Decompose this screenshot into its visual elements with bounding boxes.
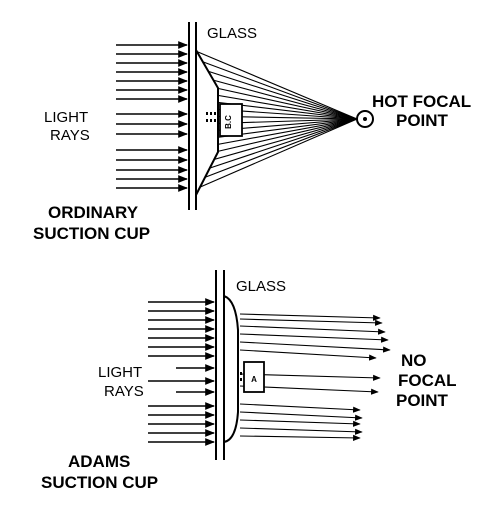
- no-focal-label-1: NO: [401, 351, 427, 370]
- ordinary-glass-label: GLASS: [207, 25, 257, 42]
- converging-ray: [197, 67, 358, 120]
- parallel-ray: [239, 411, 363, 421]
- parallel-ray: [239, 434, 361, 441]
- converging-ray: [197, 75, 358, 120]
- ordinary-incoming-rays: [116, 41, 188, 192]
- converging-ray: [197, 59, 358, 120]
- converging-ray: [197, 83, 358, 120]
- ordinary-caption-2: SUCTION CUP: [33, 224, 150, 243]
- parallel-ray: [239, 333, 389, 343]
- adams-caption-1: ADAMS: [68, 452, 130, 471]
- parallel-ray: [239, 313, 381, 321]
- converging-ray: [197, 118, 358, 181]
- ordinary-panel: B.C GLASS LIGHT RAYS HOT FOCAL POINT ORD…: [33, 22, 471, 243]
- ordinary-light-label-1: LIGHT: [44, 109, 88, 126]
- ordinary-glass-pane: [188, 22, 197, 210]
- parallel-ray: [239, 325, 386, 335]
- ordinary-suction-cup: B.C: [195, 46, 243, 196]
- adams-glass-pane: [215, 270, 225, 460]
- converging-ray: [197, 118, 358, 149]
- no-focal-label-2: FOCAL: [398, 371, 457, 390]
- adams-light-label-2: RAYS: [104, 383, 144, 400]
- parallel-ray: [239, 403, 361, 413]
- converging-ray: [197, 118, 358, 157]
- parallel-ray: [239, 349, 377, 361]
- adams-panel: A GLASS LIGHT RAYS NO FOCAL POINT ADAMS …: [41, 270, 457, 492]
- hot-focal-label-2: POINT: [396, 111, 449, 130]
- parallel-ray: [239, 427, 363, 435]
- converging-ray: [197, 118, 358, 165]
- parallel-ray: [239, 318, 383, 326]
- converging-ray: [197, 118, 358, 189]
- no-focal-label-3: POINT: [396, 391, 449, 410]
- adams-glass-label: GLASS: [236, 278, 286, 295]
- adams-suction-cup: A: [223, 294, 265, 444]
- ordinary-cup-mark: B.C: [224, 115, 233, 129]
- ordinary-caption-1: ORDINARY: [48, 203, 139, 222]
- adams-light-label-1: LIGHT: [98, 364, 142, 381]
- parallel-ray: [239, 341, 391, 353]
- converging-ray: [197, 51, 358, 120]
- adams-cup-mark: A: [251, 375, 257, 384]
- converging-ray: [197, 91, 358, 120]
- ordinary-light-label-2: RAYS: [50, 127, 90, 144]
- adams-caption-2: SUCTION CUP: [41, 473, 158, 492]
- adams-incoming-rays: [148, 298, 215, 446]
- hot-focal-label-1: HOT FOCAL: [372, 92, 471, 111]
- parallel-ray: [239, 419, 361, 427]
- converging-ray: [197, 118, 358, 173]
